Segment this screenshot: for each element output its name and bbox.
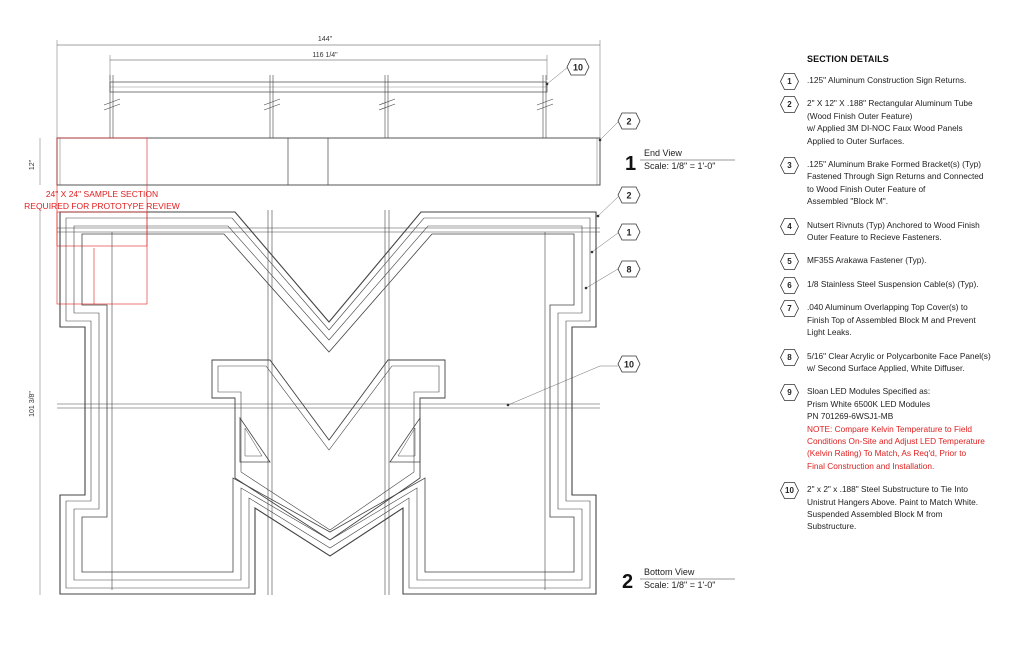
svg-text:1: 1 (625, 153, 636, 175)
svg-text:2: 2 (626, 117, 631, 127)
callout-10-bottom: 10 (617, 355, 641, 373)
hexagon-tag-icon: 7 (780, 300, 799, 318)
detail-text-line: .125" Aluminum Brake Formed Bracket(s) (… (807, 159, 982, 170)
detail-text-line: Outer Feature to Recieve Fasteners. (807, 232, 942, 243)
detail-number: 7 (787, 304, 792, 314)
hexagon-tag-icon: 3 (780, 157, 799, 174)
detail-number: 8 (787, 352, 792, 362)
svg-text:8: 8 (626, 265, 631, 275)
end-view (39, 40, 619, 247)
detail-text-line: .040 Aluminum Overlapping Top Cover(s) t… (807, 302, 968, 313)
detail-text-line: (Wood Finish Outer Feature) (807, 110, 913, 121)
detail-text-line: MF35S Arakawa Fastener (Typ). (807, 255, 927, 266)
overall-width-dim: 144" (318, 36, 333, 43)
svg-text:End View: End View (644, 148, 682, 158)
sample-note-line1: 24" X 24" SAMPLE SECTION (46, 189, 158, 199)
detail-note-line: (Kelvin Rating) To Match, As Req'd, Prio… (807, 448, 967, 459)
hexagon-tag-icon: 6 (780, 276, 799, 294)
detail-text-line: to Wood Finish Outer Feature of (807, 183, 926, 194)
hexagon-tag-icon: 2 (780, 96, 799, 114)
detail-number: 3 (787, 161, 792, 171)
bottom-view-label: 2 Bottom View Scale: 1/8" = 1'-0" (622, 567, 735, 593)
detail-text-line: Applied to Outer Surfaces. (807, 135, 905, 146)
detail-text-line: 2" X 12" X .188" Rectangular Aluminum Tu… (807, 98, 973, 109)
detail-number: 1 (787, 77, 792, 86)
detail-text-line: Light Leaks. (807, 327, 852, 338)
detail-item: 8 5/16" Clear Acrylic or Polycarbonite Fa… (780, 348, 1020, 375)
detail-text-line: Unistrut Hangers Above. Paint to Match W… (807, 496, 979, 507)
detail-text-line: 2" x 2" x .188" Steel Substructure to Ti… (807, 484, 969, 495)
callout-8-bottom: 8 (617, 260, 641, 278)
svg-text:2: 2 (626, 191, 631, 201)
detail-text-line: PN 701269-6WSJ1-MB (807, 411, 894, 422)
detail-item: 9 Sloan LED Modules Specified as:Prism Wh… (780, 384, 1020, 472)
detail-text-line: Substructure. (807, 521, 857, 532)
hexagon-tag-icon: 1 (780, 73, 799, 90)
detail-note-line: Conditions On-Site and Adjust LED Temper… (807, 435, 985, 446)
svg-text:Bottom View: Bottom View (644, 567, 695, 577)
detail-item: 1 .125" Aluminum Construction Sign Return… (780, 73, 1020, 90)
detail-text-line: .125" Aluminum Construction Sign Returns… (807, 75, 967, 85)
detail-text-line: Assembled "Block M". (807, 196, 889, 207)
section-details-list: 1 .125" Aluminum Construction Sign Return… (780, 73, 1020, 533)
detail-text-line: Fastened Through Sign Returns and Connec… (807, 171, 984, 182)
detail-item: 10 2" x 2" x .188" Steel Substructure to … (780, 482, 1020, 533)
hexagon-tag-icon: 5 (780, 253, 799, 271)
detail-text-line: w/ Applied 3M DI-NOC Faux Wood Panels (807, 123, 963, 134)
section-details-title: SECTION DETAILS (807, 54, 889, 64)
bottom-view (39, 196, 619, 595)
svg-text:1: 1 (626, 228, 631, 238)
detail-note-line: NOTE: Compare Kelvin Temperature to Fiel… (807, 423, 972, 434)
detail-text-line: 5/16" Clear Acrylic or Polycarbonite Fac… (807, 350, 991, 361)
detail-number: 6 (787, 280, 792, 290)
detail-item: 6 1/8 Stainless Steel Suspension Cable(s)… (780, 276, 1020, 294)
detail-text-line: Finish Top of Assembled Block M and Prev… (807, 314, 976, 325)
hexagon-tag-icon: 9 (780, 384, 799, 402)
hexagon-tag-icon: 8 (780, 348, 799, 366)
callout-2-end: 2 (617, 112, 641, 130)
bottom-view-height-dim: 101 3/8" (29, 391, 36, 417)
detail-text-line: w/ Second Surface Applied, White Diffuse… (807, 362, 965, 373)
hexagon-tag-icon: 4 (780, 217, 799, 235)
detail-number: 9 (787, 388, 792, 398)
detail-text-line: Nutsert Rivnuts (Typ) Anchored to Wood F… (807, 219, 980, 230)
substructure-width-dim: 116 1/4" (312, 52, 338, 59)
detail-text-line: Prism White 6500K LED Modules (807, 398, 931, 409)
svg-text:Scale: 1/8" = 1'-0": Scale: 1/8" = 1'-0" (644, 580, 715, 590)
detail-text-line: 1/8 Stainless Steel Suspension Cable(s) … (807, 278, 979, 289)
svg-text:2: 2 (622, 571, 633, 593)
svg-text:10: 10 (624, 360, 634, 370)
end-view-height-dim: 12" (29, 159, 36, 170)
detail-number: 5 (787, 257, 792, 267)
detail-number: 2 (787, 100, 792, 110)
detail-text-line: Sloan LED Modules Specified as: (807, 386, 931, 397)
detail-number: 4 (787, 221, 792, 231)
section-details-panel: SECTION DETAILS 1 .125" Aluminum Construc… (780, 54, 1020, 544)
detail-item: 7 .040 Aluminum Overlapping Top Cover(s) … (780, 300, 1020, 338)
detail-item: 4 Nutsert Rivnuts (Typ) Anchored to Wood … (780, 217, 1020, 244)
svg-text:10: 10 (573, 63, 583, 73)
drawing-sheet: 144" 116 1/4" 12" 10 2 1 End View Scale:… (24, 36, 735, 595)
sample-note-line2: REQUIRED FOR PROTOTYPE REVIEW (24, 201, 180, 211)
callout-2-bottom: 2 (617, 186, 641, 204)
end-view-label: 1 End View Scale: 1/8" = 1'-0" (625, 148, 735, 175)
detail-item: 5 MF35S Arakawa Fastener (Typ). (780, 253, 1020, 271)
detail-text-line: Suspended Assembled Block M from (807, 508, 943, 519)
detail-note-line: Final Construction and Installation. (807, 460, 935, 471)
callout-1-bottom: 1 (617, 223, 641, 241)
detail-item: 3 .125" Aluminum Brake Formed Bracket(s) … (780, 157, 1020, 208)
detail-number: 10 (785, 486, 794, 496)
hexagon-tag-icon: 10 (780, 482, 799, 500)
detail-item: 2 2" X 12" X .188" Rectangular Aluminum T… (780, 96, 1020, 147)
callout-10-top: 10 (566, 58, 590, 76)
svg-text:Scale: 1/8" = 1'-0": Scale: 1/8" = 1'-0" (644, 161, 715, 171)
